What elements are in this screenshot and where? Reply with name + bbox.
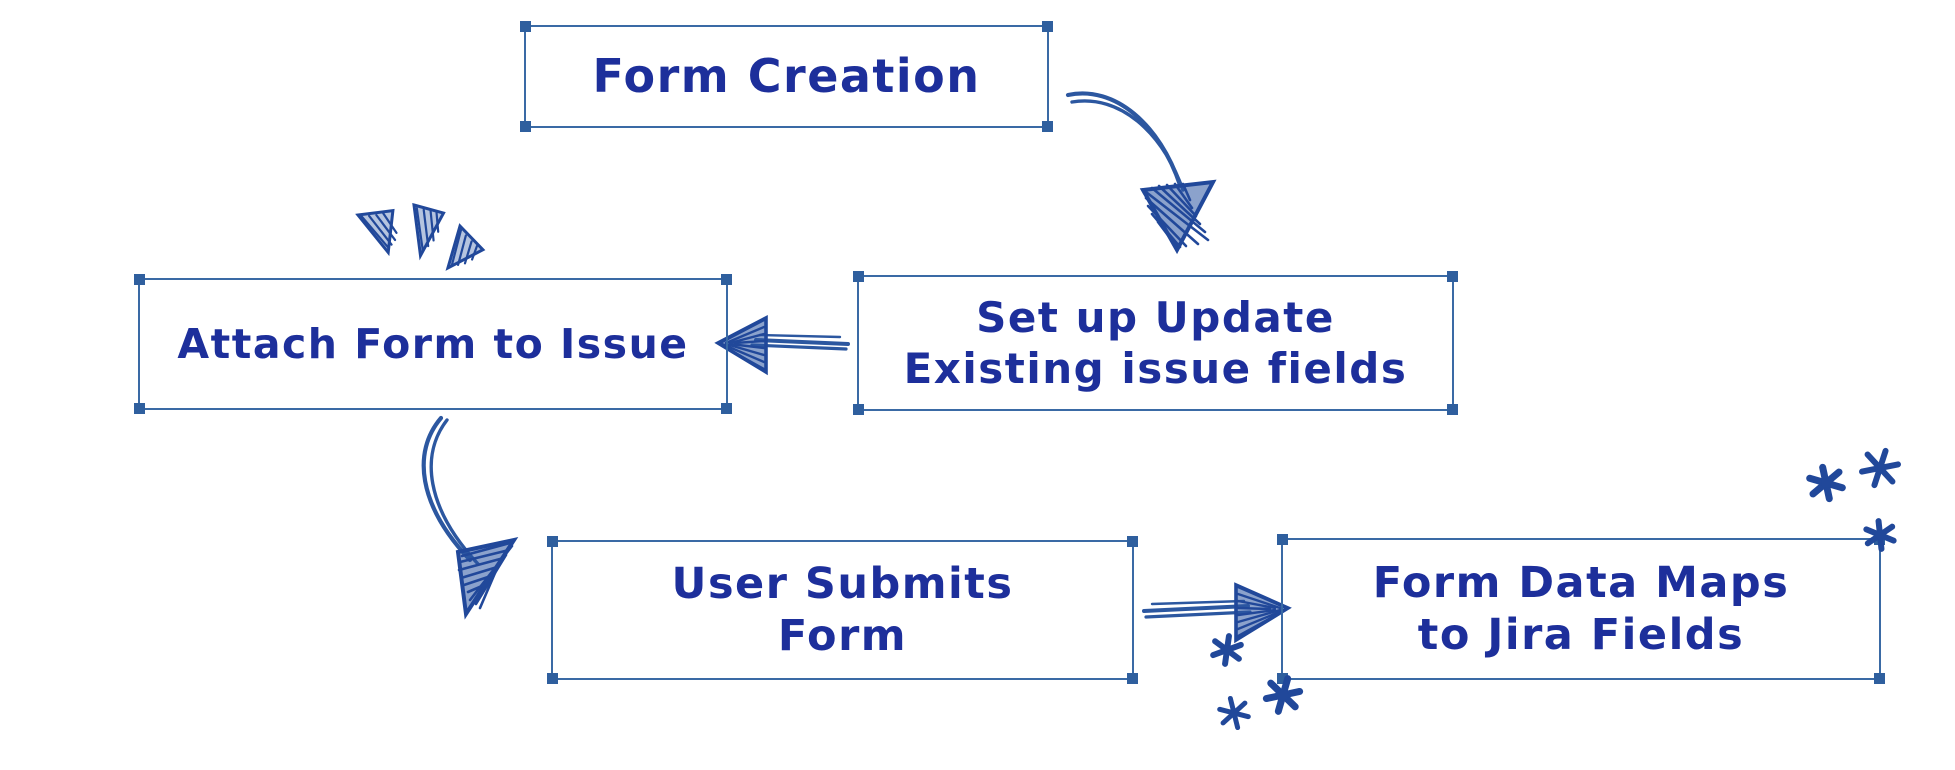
node-attach-form-to-issue[interactable]: Attach Form to Issue [134,274,732,414]
selection-handle-bottom-left[interactable] [520,121,531,132]
sparkle-star-1-icon [1806,463,1846,503]
selection-handle-bottom-right[interactable] [1042,121,1053,132]
node-label-form-creation: Form Creation [592,49,981,104]
sparkle-star-6-icon [1262,675,1304,715]
sparkle-triangle-3-icon [445,223,486,271]
sparkle-star-4-icon [1210,633,1244,667]
selection-handle-top-left[interactable] [134,274,145,285]
node-user-submits-form[interactable]: User Submits Form [547,536,1138,684]
selection-handle-top-left[interactable] [853,271,864,282]
sparkle-star-5-icon [1217,695,1251,731]
selection-handle-top-right[interactable] [1042,21,1053,32]
selection-handle-bottom-left[interactable] [134,403,145,414]
selection-handle-bottom-right[interactable] [1127,673,1138,684]
selection-handle-bottom-right[interactable] [1874,673,1885,684]
selection-handle-top-right[interactable] [1127,536,1138,547]
selection-handle-bottom-right[interactable] [1447,404,1458,415]
selection-handle-top-left[interactable] [1277,534,1288,545]
node-form-data-maps-to-jira-fields[interactable]: Form Data Maps to Jira Fields [1277,534,1885,684]
selection-handle-top-left[interactable] [547,536,558,547]
sparkle-star-2-icon [1859,447,1901,489]
node-set-up-update[interactable]: Set up Update Existing issue fields [853,271,1458,415]
node-label-set-up-update: Set up Update Existing issue fields [903,292,1408,393]
sparkle-star-3-icon [1863,518,1897,552]
selection-handle-bottom-left[interactable] [547,673,558,684]
node-label-user-submits-form: User Submits Form [671,558,1014,661]
selection-handle-top-right[interactable] [1447,271,1458,282]
selection-handle-bottom-left[interactable] [853,404,864,415]
node-label-form-data-maps-to-jira-fields: Form Data Maps to Jira Fields [1372,557,1790,660]
node-form-creation[interactable]: Form Creation [520,21,1053,132]
sparkle-triangle-1-icon [355,208,398,257]
selection-handle-bottom-right[interactable] [721,403,732,414]
selection-handle-top-left[interactable] [520,21,531,32]
selection-handle-top-right[interactable] [721,274,732,285]
sparkle-triangle-2-icon [412,202,446,261]
node-label-attach-form-to-issue: Attach Form to Issue [177,319,689,368]
